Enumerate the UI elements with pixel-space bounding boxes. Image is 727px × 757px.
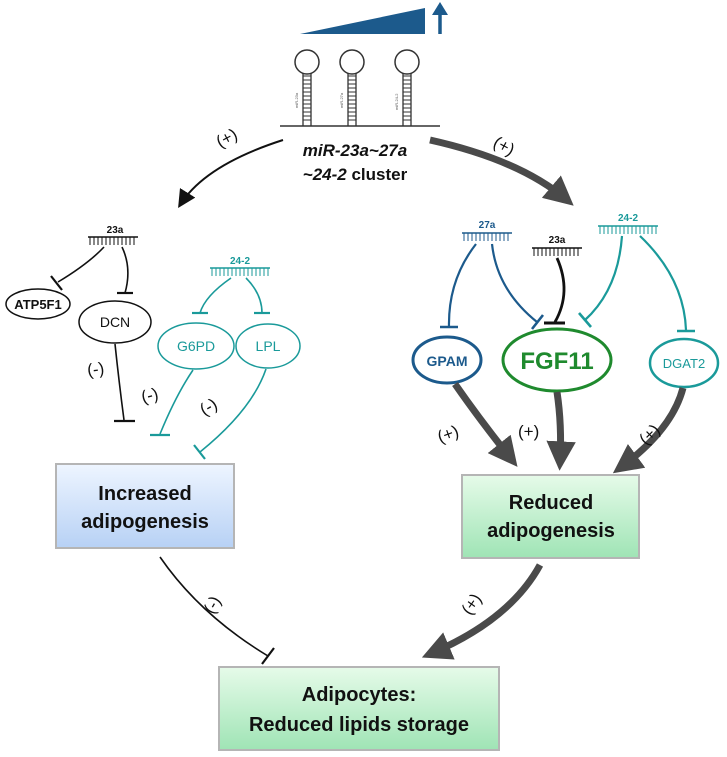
gene-fgf11-node [501, 327, 613, 393]
hairpin-3: miR-24-2 [394, 49, 420, 126]
mirna-27a-right: 27a [462, 220, 512, 241]
cluster-title-line1: miR-23a~27a [303, 141, 407, 160]
gene-g6pd-label: G6PD [177, 338, 215, 354]
sign-gpam-plus: (+) [435, 422, 461, 447]
hairpin-label-23a: miR-23a [294, 92, 299, 108]
inhibit-24-2-g6pd [199, 277, 232, 314]
arrow-gpam-reduced [452, 382, 518, 467]
up-arrow-icon [432, 2, 448, 34]
sign-fgf11-plus: (+) [518, 422, 539, 441]
mirna-23a-right: 23a [532, 235, 582, 256]
sign-reduced-plus: (+) [458, 590, 486, 618]
mirna-24-2-left-label: 24-2 [230, 256, 250, 267]
arrow-cluster-to-right [429, 136, 574, 206]
inhibit-24-2-dgat2 [639, 235, 688, 331]
inhibit-lpl-adipogenesis [199, 368, 267, 453]
inhibit-27a-gpam [447, 243, 477, 328]
mirna-23a-left-label: 23a [107, 225, 124, 236]
inhibit-27a-fgf11 [490, 243, 538, 323]
inhibit-increased-to-adipocytes [159, 556, 269, 657]
hairpin-label-24-2: miR-24-2 [394, 93, 399, 110]
cluster-title-line2: ~24-2 cluster [303, 165, 408, 184]
mirna-27a-right-label: 27a [479, 220, 496, 231]
reduced-adipogenesis-line2: adipogenesis [487, 520, 615, 542]
arrow-cluster-to-left [178, 139, 284, 209]
sign-cluster-left: (+) [213, 125, 241, 152]
gene-lpl-node [235, 323, 301, 369]
adipocytes-line1: Adipocytes: [302, 684, 416, 706]
inhibit-dcn-adipogenesis [114, 343, 125, 421]
sign-dcn-minus: (-) [86, 359, 105, 380]
arrow-dgat2-reduced [612, 387, 687, 474]
mirna-23a-right-label: 23a [549, 235, 566, 246]
increased-adipogenesis-line1: Increased [98, 483, 191, 505]
increased-adipogenesis-line2: adipogenesis [81, 511, 209, 533]
gene-dcn-node [78, 300, 152, 344]
mirna-24-2-right-label: 24-2 [618, 213, 638, 224]
gene-atp5f1-label: ATP5F1 [14, 297, 61, 312]
mirna-cluster-hairpins: miR-23a miR-27a miR-24-2 [280, 49, 440, 127]
cluster-title-italic-part: ~24-2 [303, 165, 347, 184]
reduced-adipogenesis-box [461, 474, 640, 559]
gene-dgat2-node [648, 337, 720, 389]
inhibit-23a-atp5f1 [57, 246, 105, 283]
gene-lpl-label: LPL [256, 338, 281, 354]
arrow-reduced-to-adipocytes [421, 563, 544, 660]
inhibit-24-2-lpl [245, 277, 263, 314]
gene-g6pd-node [157, 322, 235, 370]
inhibit-g6pd-adipogenesis [159, 369, 194, 435]
hairpin-label-27a: miR-27a [339, 92, 344, 108]
sign-lpl-minus: (-) [197, 395, 221, 420]
increased-adipogenesis-box [55, 463, 235, 549]
reduced-adipogenesis-line1: Reduced [509, 492, 593, 514]
hairpin-2: miR-27a [339, 49, 365, 126]
inhibit-24-2-fgf11 [584, 235, 624, 321]
inhibit-23a-fgf11 [553, 257, 566, 323]
sign-g6pd-minus: (-) [139, 384, 160, 407]
hairpin-1: miR-23a [294, 49, 320, 126]
sign-increased-minus: (-) [200, 593, 225, 617]
gene-dcn-label: DCN [100, 314, 130, 330]
sign-dgat2-plus: (+) [635, 420, 663, 448]
adipocytes-line2: Reduced lipids storage [249, 714, 469, 736]
gene-dgat2-label: DGAT2 [663, 356, 705, 371]
inhibit-23a-dcn [121, 246, 129, 294]
gene-gpam-label: GPAM [427, 353, 468, 369]
gene-atp5f1-node [5, 288, 71, 320]
cluster-title-rest: cluster [347, 165, 408, 184]
arrow-fgf11-reduced [546, 391, 576, 471]
gene-gpam-node [411, 335, 483, 385]
mirna-23a-left: 23a [88, 225, 138, 245]
gene-fgf11-label: FGF11 [520, 348, 593, 375]
mirna-24-2-left: 24-2 [210, 256, 270, 276]
adipocytes-box [218, 666, 500, 751]
mirna-24-2-right: 24-2 [598, 213, 658, 234]
expression-increase-wedge [300, 8, 425, 34]
